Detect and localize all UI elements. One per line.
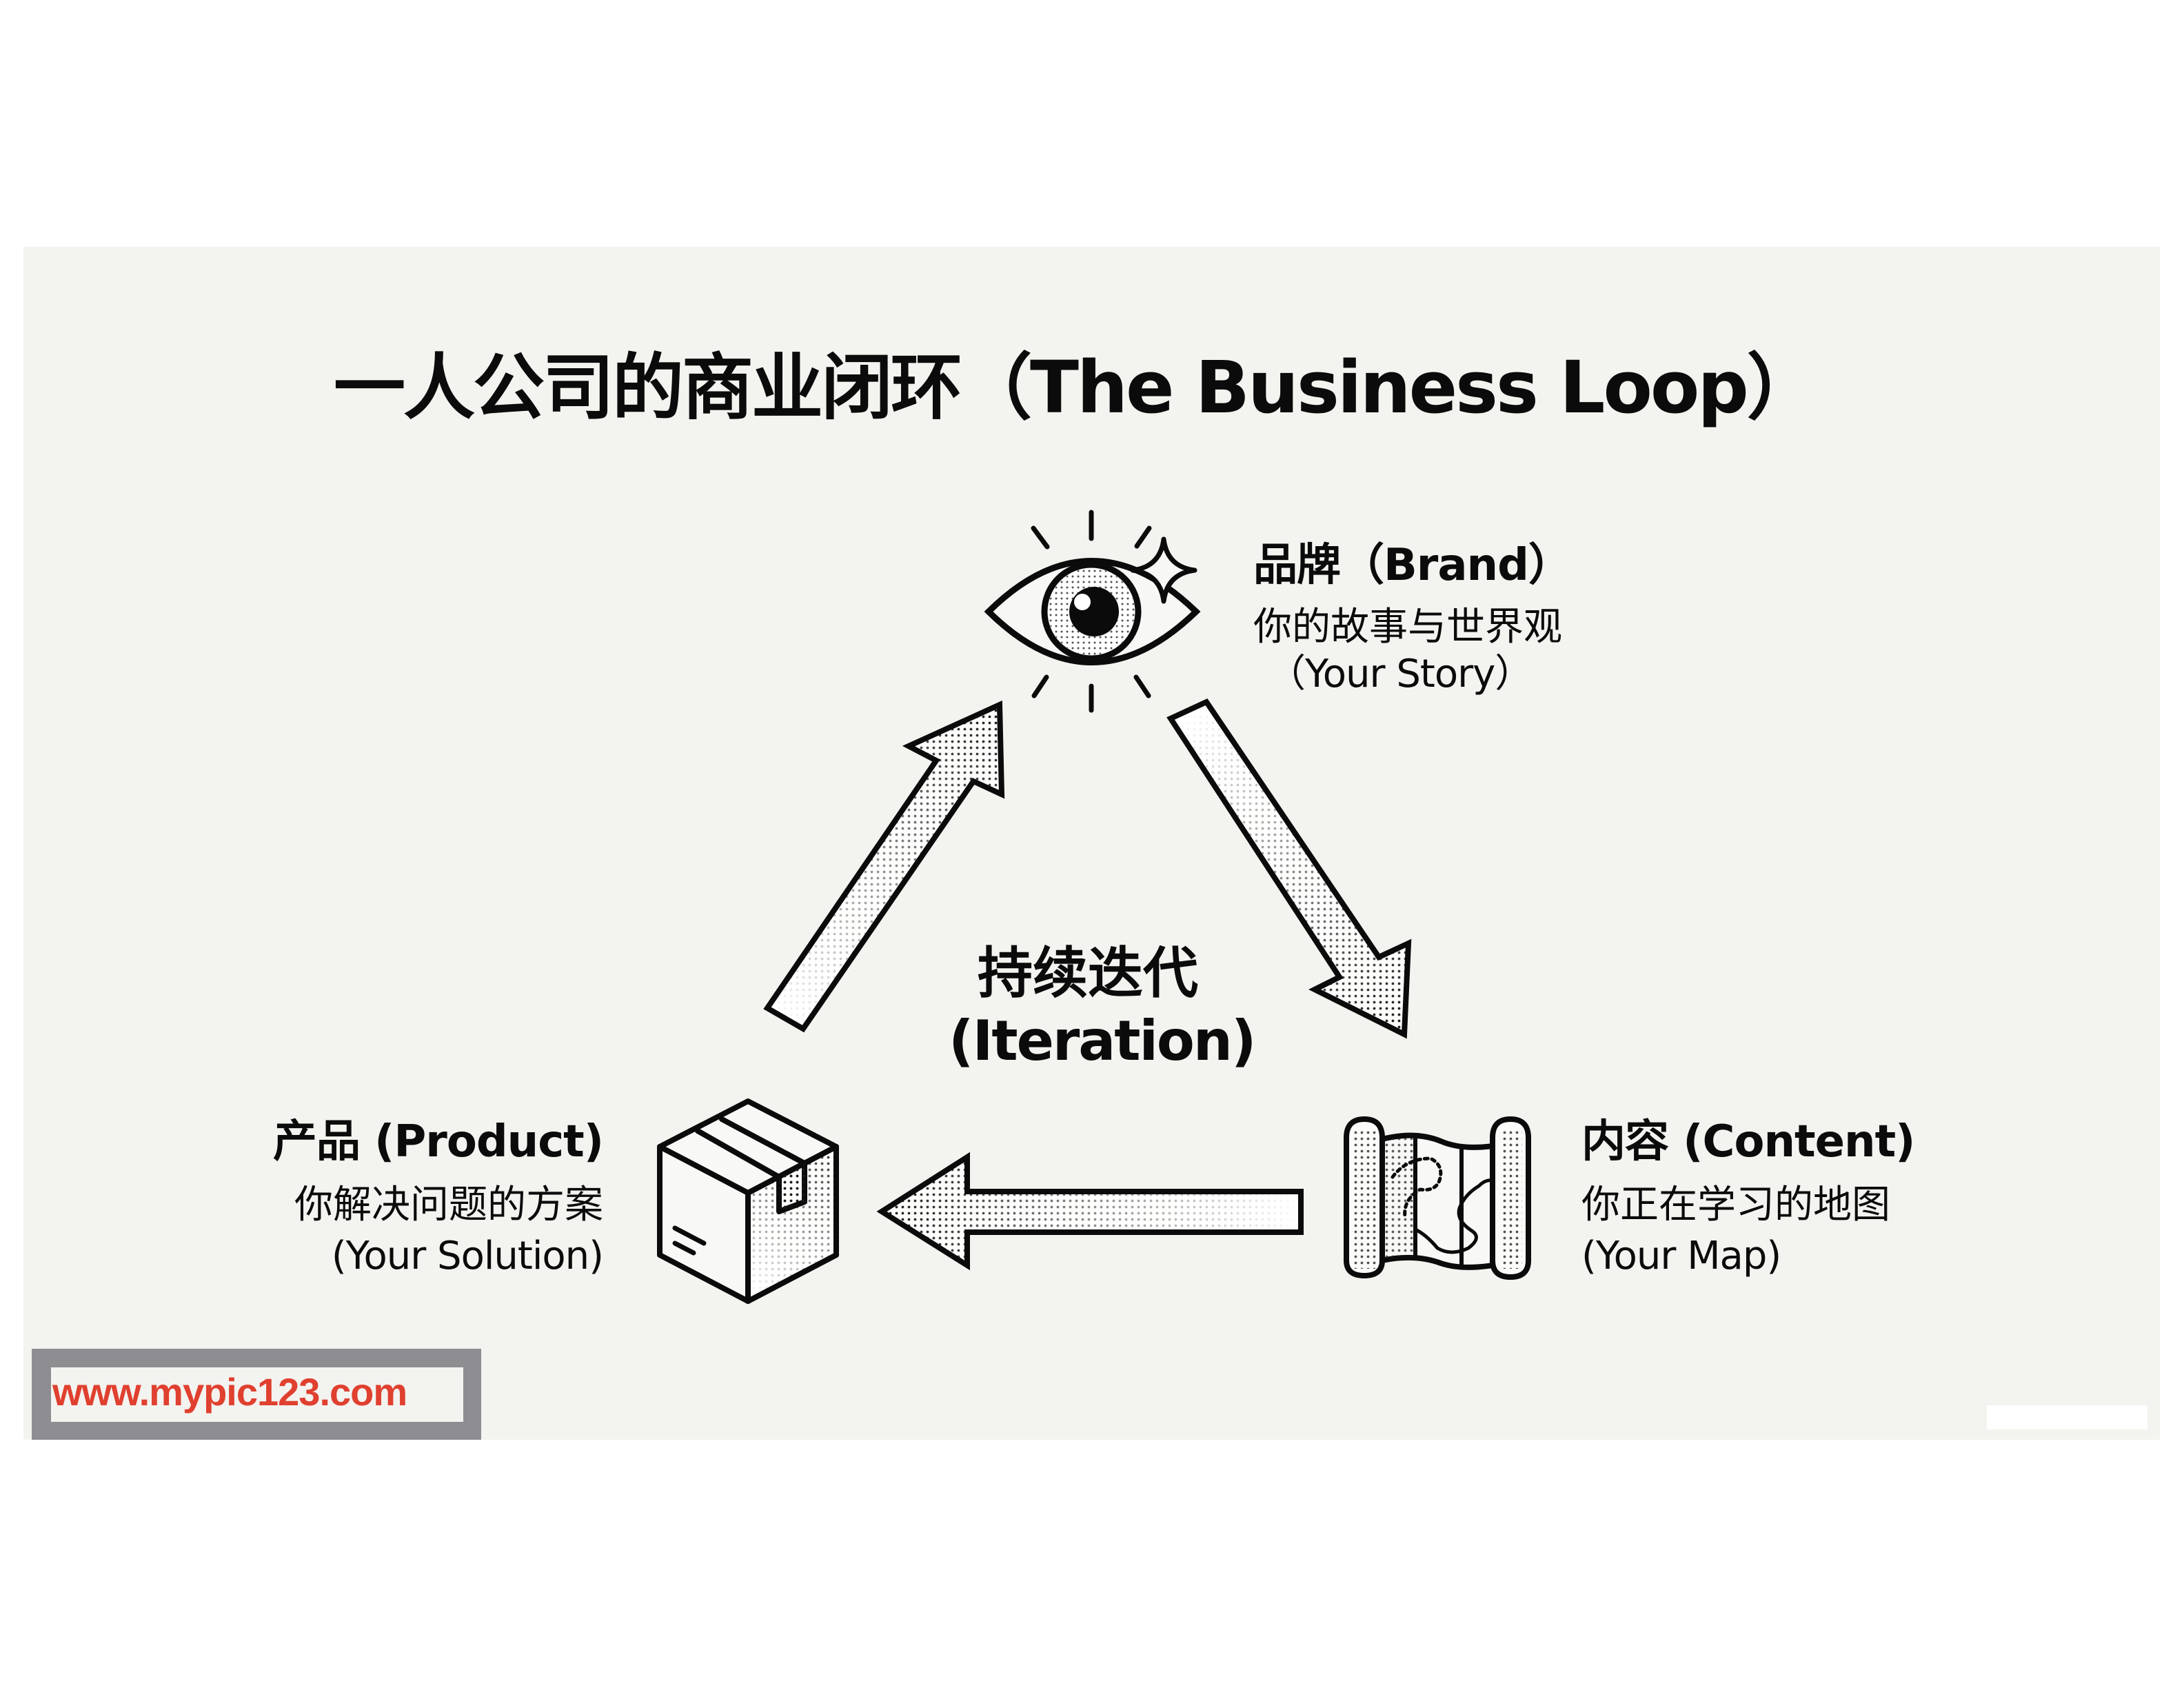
watermark-frame: www.mypic123.com <box>32 1349 481 1440</box>
brand-subtitle-en: （Your Story） <box>1267 652 1533 696</box>
arrow-up-right-icon <box>763 700 1005 1033</box>
eye-highlight <box>1074 594 1091 610</box>
corner-patch <box>1987 1405 2147 1429</box>
content-subtitle-zh: 你正在学习的地图 <box>1581 1183 1890 1227</box>
iteration-label-en: (Iteration) <box>949 1009 1256 1073</box>
brand-label: 品牌（Brand） <box>1253 540 1573 591</box>
product-subtitle-zh: 你解决问题的方案 <box>294 1183 603 1227</box>
watermark-box: www.mypic123.com <box>51 1367 463 1422</box>
page-title: 一人公司的商业闭环（The Business Loop） <box>334 345 1819 430</box>
product-subtitle-en: (Your Solution) <box>331 1234 604 1278</box>
sparkle-icon <box>1130 536 1197 604</box>
eye-rays <box>1031 510 1152 713</box>
slide-background <box>23 247 2160 1440</box>
arrow-down-right-icon <box>1166 698 1412 1039</box>
content-label: 内容 (Content) <box>1581 1116 1915 1167</box>
box-icon <box>657 1098 839 1304</box>
watermark-text: www.mypic123.com <box>52 1370 407 1414</box>
brand-subtitle-zh: 你的故事与世界观 <box>1253 605 1562 650</box>
eye-icon <box>984 510 1201 713</box>
content-subtitle-en: (Your Map) <box>1581 1234 1781 1278</box>
product-label: 产品 (Product) <box>272 1116 604 1167</box>
eye-pupil <box>1069 587 1119 636</box>
arrow-left-icon <box>876 1152 1304 1271</box>
iteration-label-zh: 持续迭代 <box>978 941 1198 1005</box>
map-icon <box>1344 1116 1531 1280</box>
